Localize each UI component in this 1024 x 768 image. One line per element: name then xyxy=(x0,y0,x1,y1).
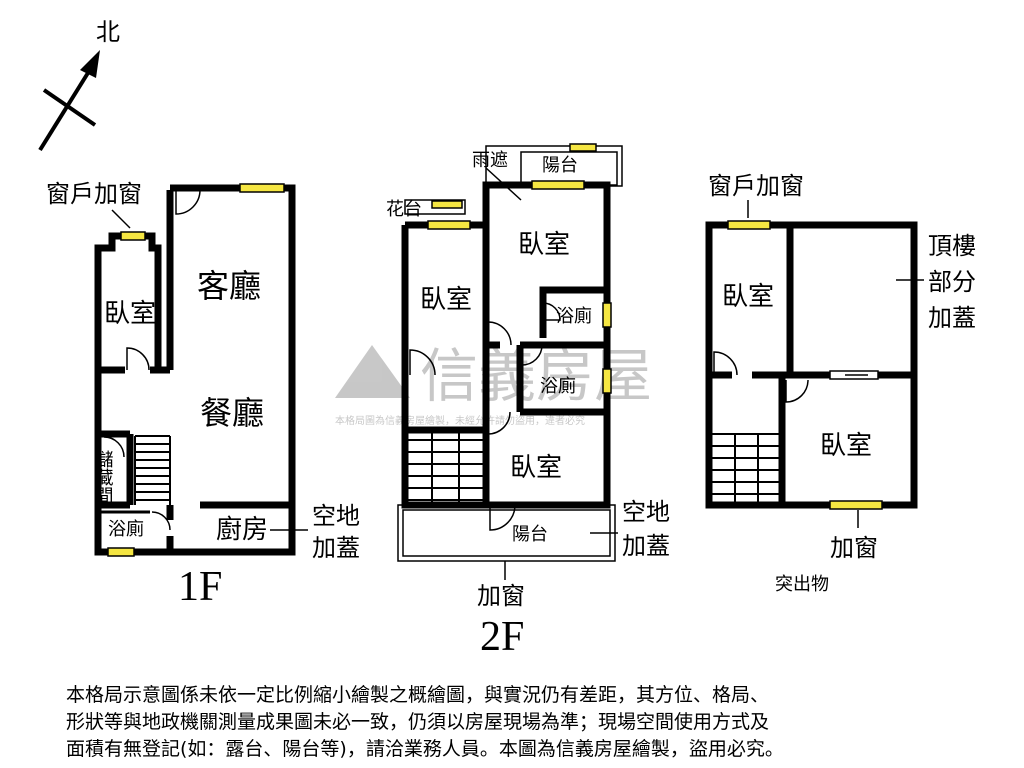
floor1-extension-line2: 加蓋 xyxy=(312,534,360,562)
floor2-extension-line2: 加蓋 xyxy=(622,532,670,560)
floor2-balcony-bottom-inner xyxy=(402,509,611,557)
leader-line xyxy=(111,209,131,229)
floor1-windows xyxy=(107,183,285,557)
window-icon xyxy=(602,302,612,328)
roof-bedroom-left: 臥室 xyxy=(722,282,774,312)
floor2-doors xyxy=(409,302,561,531)
roof-stairs xyxy=(712,433,782,505)
window-icon xyxy=(427,220,471,230)
door-icon xyxy=(175,189,201,215)
window-icon xyxy=(107,547,135,557)
floor1-extension-line1: 空地 xyxy=(312,502,360,530)
floor2-window-note: 加窗 xyxy=(477,582,525,610)
compass: 北 xyxy=(38,18,120,152)
roof-doors xyxy=(713,351,809,403)
compass-cross-line xyxy=(42,88,97,127)
door-icon xyxy=(489,504,516,531)
roof-plan xyxy=(705,221,918,509)
disclaimer-line: 面積有無登記(如：露台、陽台等)，請洽業務人員。本圖為信義房屋繪製，盜用必究。 xyxy=(66,738,784,760)
door-icon xyxy=(521,344,543,366)
window-icon xyxy=(120,231,146,241)
roof-outer-wall xyxy=(705,221,918,509)
roof-partial-line2: 部分 xyxy=(928,268,976,296)
roof-windows xyxy=(727,220,883,510)
disclaimer-line: 形狀等與地政機關測量成果圖未必一致，仍須以房屋現場為準；現場空間使用方式及 xyxy=(66,711,770,733)
floor1-dining-room: 餐廳 xyxy=(200,394,264,432)
floor1-doors xyxy=(103,189,201,531)
floor2-balcony-bottom: 陽台 xyxy=(512,524,548,545)
floor2-bedroom-bottom: 臥室 xyxy=(510,453,562,483)
roof-window-note-top: 窗戶加窗 xyxy=(708,172,804,200)
window-icon xyxy=(239,183,285,193)
floor1-title: 1F xyxy=(178,564,222,610)
floor2-windows xyxy=(427,143,612,394)
floor1-window-note: 窗戶加窗 xyxy=(46,180,142,208)
door-icon xyxy=(126,347,150,371)
floor2-wall xyxy=(539,286,607,338)
window-icon xyxy=(602,368,612,394)
floor1-outer-wall xyxy=(94,184,296,556)
floor1-plan xyxy=(94,184,296,556)
roof-partial-line3: 加蓋 xyxy=(928,304,976,332)
floor2-extension-line1: 空地 xyxy=(622,498,670,526)
floor1-kitchen: 廚房 xyxy=(216,515,268,545)
door-icon xyxy=(785,379,809,403)
floor2-canopy: 雨遮 xyxy=(472,150,508,171)
door-icon xyxy=(151,511,171,531)
door-icon xyxy=(487,411,511,435)
floor2-bedroom-top: 臥室 xyxy=(518,230,570,260)
floor1-stairs xyxy=(134,435,171,505)
floor2-balcony-bottom-outline xyxy=(397,504,616,562)
watermark-fine-print: 本格局圖為信義房屋繪製，未經允許請勿盜用，違者必究 xyxy=(335,414,585,427)
floor1-bath: 浴廁 xyxy=(108,518,144,540)
door-icon xyxy=(409,349,436,376)
disclaimer-line: 本格局示意圖係未依一定比例縮小繪製之概繪圖，與實況仍有差距，其方位、格局、 xyxy=(66,684,770,706)
window-icon xyxy=(829,500,883,510)
roof-sliding-door xyxy=(829,370,879,380)
door-icon xyxy=(487,321,512,346)
door-icon xyxy=(713,351,738,376)
roof-protrusion-note: 突出物 xyxy=(775,574,829,595)
roof-bedroom-right: 臥室 xyxy=(820,431,872,461)
floor1-bedroom: 臥室 xyxy=(104,299,156,329)
floor2-bedroom-left: 臥室 xyxy=(420,285,472,315)
window-icon xyxy=(531,180,585,190)
disclaimer: 本格局示意圖係未依一定比例縮小繪製之概繪圖，與實況仍有差距，其方位、格局、 形狀… xyxy=(66,682,986,763)
window-icon xyxy=(569,143,597,152)
window-icon xyxy=(431,200,463,209)
watermark-logo-icon xyxy=(335,345,410,398)
roof-window-note-bottom: 加窗 xyxy=(830,534,878,562)
floor2-bath-1: 浴廁 xyxy=(556,305,592,327)
floor2-bath-2: 浴廁 xyxy=(540,375,576,397)
compass-arrow-icon xyxy=(80,50,100,78)
floor2-title: 2F xyxy=(480,614,524,660)
floor1-storage: 儲藏間 xyxy=(93,450,114,505)
floor2-planter-outline xyxy=(404,199,466,215)
window-icon xyxy=(727,220,771,230)
watermark-brand: 信義房屋 xyxy=(420,342,652,410)
floor2-stairs xyxy=(405,430,486,505)
floor2-planter: 花台 xyxy=(386,199,422,220)
floor2-canopy-line xyxy=(485,167,522,201)
roof-partial-line1: 頂樓 xyxy=(928,232,976,260)
floor2-balcony-top: 陽台 xyxy=(542,155,578,176)
compass-north-label: 北 xyxy=(96,18,120,46)
door-icon xyxy=(542,302,561,321)
door-icon xyxy=(103,436,125,458)
watermark: 信義房屋 本格局圖為信義房屋繪製，未經允許請勿盜用，違者必究 xyxy=(335,342,652,427)
floor1-living-room: 客廳 xyxy=(197,267,261,305)
